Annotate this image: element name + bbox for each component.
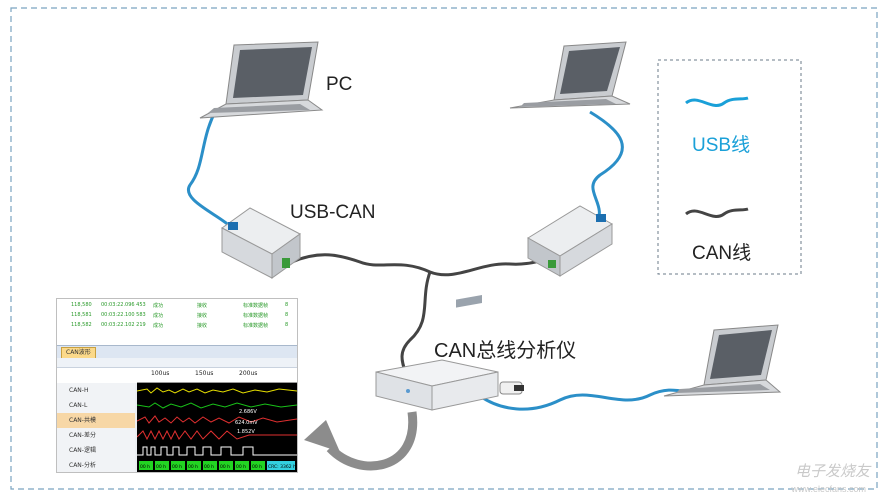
pc-label: PC	[326, 74, 353, 95]
channel-list: CAN-H CAN-L CAN-共模 CAN-差分 CAN-逻辑 CAN-分析	[57, 383, 137, 472]
decode-byte-box	[203, 461, 217, 470]
decode-crc: CRC: 3362 h	[268, 464, 296, 470]
readout: 624.0mV	[235, 420, 258, 426]
channel-label[interactable]: CAN-H	[57, 383, 135, 399]
log-cell: 00:03:22.100 583	[101, 312, 146, 318]
wave-common	[137, 415, 297, 424]
log-cell: 成功	[153, 303, 164, 309]
ruler-tick: 200us	[239, 370, 258, 377]
log-cell: 8	[285, 312, 289, 318]
log-cell: 8	[285, 322, 289, 328]
decode-byte: 00 h	[140, 464, 150, 470]
ruler-tick: 150us	[195, 370, 214, 377]
usb-can-adapter-icon	[221, 207, 301, 279]
log-cell: 接收	[197, 303, 208, 309]
readout: 1.852V	[237, 429, 255, 435]
log-cell: 成功	[153, 313, 164, 319]
analyzer-software-screenshot: 118,580 00:03:22.096 453 成功 接收 标准数据帧 8 1…	[56, 298, 298, 473]
log-cell: 00:03:22.102 219	[101, 322, 146, 328]
curved-arrow-icon	[326, 411, 418, 471]
legend-usb-sample	[685, 96, 749, 107]
usb-can-adapter-icon	[527, 205, 613, 277]
log-cell: 00:03:22.096 453	[101, 302, 146, 308]
log-row: 118,582 00:03:22.102 219 成功 接收 标准数据帧 8	[57, 321, 297, 330]
ruler-tick: 100us	[151, 370, 170, 377]
can-cable-1	[291, 253, 546, 277]
decode-byte: 00 h	[204, 464, 214, 470]
usb-cable-left	[186, 109, 234, 230]
arrow-head	[304, 420, 340, 452]
decode-crc-box	[267, 461, 295, 470]
legend-usb-label: USB线	[692, 135, 751, 156]
legend-box	[657, 59, 802, 275]
channel-label[interactable]: CAN-L	[57, 398, 135, 414]
tab-bar: CAN波形	[57, 345, 297, 359]
log-row: 118,581 00:03:22.100 583 成功 接收 标准数据帧 8	[57, 311, 297, 320]
usb-cable-bottom	[479, 388, 691, 411]
watermark-url: www.elecfans.com	[791, 484, 866, 494]
decode-byte-box	[251, 461, 265, 470]
watermark-logo: 电子发烧友	[794, 463, 870, 480]
log-cell: 成功	[153, 323, 164, 329]
time-ruler: 100us 150us 200us	[137, 368, 297, 383]
decode-byte-box	[235, 461, 249, 470]
log-cell: 接收	[197, 313, 208, 319]
decode-byte: 00 h	[220, 464, 230, 470]
log-cell: 118,581	[71, 312, 92, 318]
channel-label[interactable]: CAN-差分	[57, 428, 135, 444]
decode-byte-box	[155, 461, 169, 470]
log-cell: 标准数据帧	[243, 303, 269, 309]
wave-logic	[137, 446, 297, 456]
log-cell: 接收	[197, 323, 208, 329]
log-cell: 118,580	[71, 302, 92, 308]
laptop-icon	[199, 41, 324, 119]
usb-can-label: USB-CAN	[290, 202, 376, 223]
log-cell: 标准数据帧	[243, 313, 269, 319]
can-cable-2	[400, 271, 432, 375]
log-cell: 118,582	[71, 322, 92, 328]
laptop-icon	[509, 41, 631, 109]
wave-can-h	[137, 387, 297, 394]
readout: 2.686V	[239, 409, 257, 415]
toolbar	[57, 358, 297, 368]
log-row: 118,580 00:03:22.096 453 成功 接收 标准数据帧 8	[57, 301, 297, 310]
legend-can-sample	[685, 207, 749, 218]
waveform-area: 2.686V 624.0mV 1.852V 00 h 00 h 00 h 00 …	[137, 383, 297, 472]
channel-label[interactable]: CAN-分析	[57, 458, 135, 472]
decode-byte: 00 h	[188, 464, 198, 470]
legend-can-label: CAN线	[692, 243, 752, 264]
decode-byte: 00 h	[172, 464, 182, 470]
decode-byte: 00 h	[236, 464, 246, 470]
analyzer-label: CAN总线分析仪	[434, 340, 577, 362]
log-cell: 标准数据帧	[243, 323, 269, 329]
can-analyzer-device-icon	[375, 295, 524, 411]
decode-byte-box	[171, 461, 185, 470]
decode-byte: 00 h	[156, 464, 166, 470]
wave-diff	[137, 429, 297, 441]
usb-cable-right	[589, 110, 624, 226]
channel-label[interactable]: CAN-共模	[57, 413, 135, 429]
outer-frame	[10, 7, 878, 490]
decode-byte-box	[139, 461, 153, 470]
wave-can-l	[137, 402, 297, 409]
decode-byte-box	[187, 461, 201, 470]
decode-byte-box	[219, 461, 233, 470]
channel-label[interactable]: CAN-逻辑	[57, 443, 135, 459]
decode-byte: 00 h	[252, 464, 262, 470]
log-cell: 8	[285, 302, 289, 308]
laptop-icon	[663, 324, 782, 397]
